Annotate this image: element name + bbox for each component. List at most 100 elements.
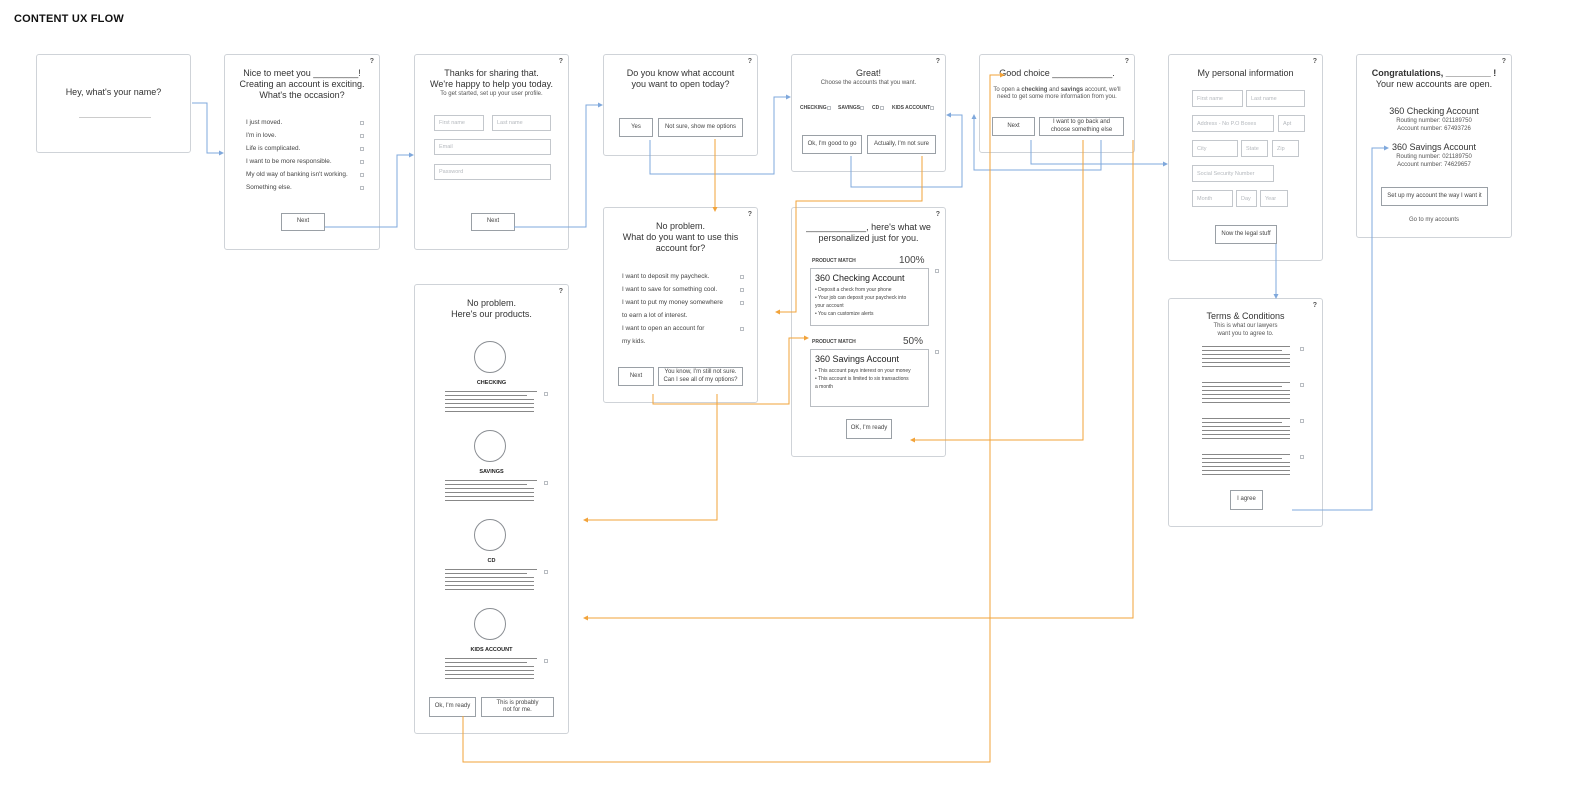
- use-checkbox[interactable]: [740, 275, 744, 279]
- account-checking-label[interactable]: CHECKING: [800, 105, 827, 111]
- personalized-card: ? ____________, here's what we personali…: [791, 207, 946, 457]
- description-line: [445, 658, 537, 659]
- occasion-option[interactable]: My old way of banking isn't working.: [246, 171, 348, 178]
- use-checkbox[interactable]: [740, 288, 744, 292]
- terms-line: [1202, 346, 1290, 347]
- occasion-next-button[interactable]: Next: [281, 213, 325, 231]
- description-line: [445, 585, 534, 586]
- good-to-go-button[interactable]: Ok, I'm good to go: [802, 135, 862, 154]
- savings-bullet: • This account pays interest on your mon…: [815, 368, 911, 374]
- not-for-me-button[interactable]: This is probably not for me.: [481, 697, 554, 717]
- savings-product-checkbox[interactable]: [935, 350, 939, 354]
- profile-card: ? Thanks for sharing that. We're happy t…: [414, 54, 569, 250]
- actually-not-sure-button[interactable]: Actually, I'm not sure: [867, 135, 936, 154]
- legal-stuff-button[interactable]: Now the legal stuff: [1215, 225, 1277, 244]
- help-icon[interactable]: ?: [747, 211, 752, 218]
- occasion-checkbox[interactable]: [360, 186, 364, 190]
- setup-account-button[interactable]: Set up my account the way I want it: [1381, 187, 1488, 206]
- apt-field[interactable]: Apt: [1278, 115, 1305, 132]
- account-savings-label[interactable]: SAVINGS: [838, 105, 861, 111]
- use-option[interactable]: I want to save for something cool.: [622, 286, 718, 293]
- savings-product-box[interactable]: 360 Savings Account • This account pays …: [810, 349, 929, 407]
- help-icon[interactable]: ?: [935, 211, 940, 218]
- account-kids-label[interactable]: KIDS ACCOUNT: [892, 105, 931, 111]
- terms-line: [1202, 394, 1290, 395]
- use-checkbox[interactable]: [740, 327, 744, 331]
- checking-routing-number: Routing number: 021189750: [1396, 118, 1472, 124]
- occasion-option[interactable]: Life is complicated.: [246, 145, 301, 152]
- terms-line: [1202, 470, 1290, 471]
- terms-checkbox[interactable]: [1300, 419, 1304, 423]
- help-icon[interactable]: ?: [1124, 58, 1129, 65]
- occasion-option[interactable]: I'm in love.: [246, 132, 277, 139]
- kids-product-checkbox[interactable]: [544, 659, 548, 663]
- use-option[interactable]: I want to deposit my paycheck.: [622, 273, 710, 280]
- year-field[interactable]: Year: [1260, 190, 1288, 207]
- first-name-field[interactable]: First name: [434, 115, 484, 131]
- last-name-field[interactable]: Last name: [492, 115, 551, 131]
- occasion-checkbox[interactable]: [360, 160, 364, 164]
- go-to-accounts-link[interactable]: Go to my accounts: [1408, 217, 1460, 223]
- day-field[interactable]: Day: [1236, 190, 1257, 207]
- help-icon[interactable]: ?: [369, 58, 374, 65]
- use-option[interactable]: I want to open an account for: [622, 325, 705, 332]
- profile-next-button[interactable]: Next: [471, 213, 515, 231]
- occasion-option[interactable]: I just moved.: [246, 119, 283, 126]
- products-ready-button[interactable]: Ok, I'm ready: [429, 697, 476, 717]
- use-checkbox[interactable]: [740, 301, 744, 305]
- help-icon[interactable]: ?: [1501, 58, 1506, 65]
- month-field[interactable]: Month: [1192, 190, 1233, 207]
- state-field[interactable]: State: [1241, 140, 1268, 157]
- occasion-checkbox[interactable]: [360, 173, 364, 177]
- product-match-label: PRODUCT MATCH: [812, 339, 856, 345]
- show-all-options-button[interactable]: You know, I'm still not sure. Can I see …: [658, 367, 743, 386]
- checking-product-checkbox[interactable]: [935, 269, 939, 273]
- first-name-field[interactable]: First name: [1192, 90, 1243, 107]
- account-kids-checkbox[interactable]: [930, 106, 934, 110]
- occasion-checkbox[interactable]: [360, 134, 364, 138]
- zip-field[interactable]: Zip: [1272, 140, 1299, 157]
- help-icon[interactable]: ?: [558, 58, 563, 65]
- occasion-option[interactable]: Something else.: [246, 184, 292, 191]
- occasion-checkbox[interactable]: [360, 121, 364, 125]
- terms-line: [1202, 422, 1282, 423]
- password-field[interactable]: Password: [434, 164, 551, 180]
- checking-product-box[interactable]: 360 Checking Account • Deposit a check f…: [810, 268, 929, 326]
- account-savings-checkbox[interactable]: [860, 106, 864, 110]
- account-cd-checkbox[interactable]: [880, 106, 884, 110]
- help-icon[interactable]: ?: [935, 58, 940, 65]
- savings-account-name: 360 Savings Account: [1391, 142, 1477, 152]
- name-underline[interactable]: [79, 117, 151, 118]
- account-checking-checkbox[interactable]: [827, 106, 831, 110]
- account-use-card: ? No problem. What do you want to use th…: [603, 207, 758, 403]
- occasion-option[interactable]: I want to be more responsible.: [246, 158, 332, 165]
- description-line: [445, 407, 534, 408]
- occasion-checkbox[interactable]: [360, 147, 364, 151]
- terms-line: [1202, 434, 1290, 435]
- email-field[interactable]: Email: [434, 139, 551, 155]
- last-name-field[interactable]: Last name: [1246, 90, 1305, 107]
- use-option[interactable]: I want to put my money somewhere: [622, 299, 723, 306]
- good-choice-next-button[interactable]: Next: [992, 117, 1035, 136]
- account-cd-label[interactable]: CD: [872, 105, 880, 111]
- terms-checkbox[interactable]: [1300, 383, 1304, 387]
- savings-product-label: SAVINGS: [479, 469, 504, 475]
- ssn-field[interactable]: Social Security Number: [1192, 165, 1274, 182]
- checking-product-checkbox[interactable]: [544, 392, 548, 396]
- cd-product-checkbox[interactable]: [544, 570, 548, 574]
- help-icon[interactable]: ?: [747, 58, 752, 65]
- help-icon[interactable]: ?: [558, 288, 563, 295]
- terms-checkbox[interactable]: [1300, 347, 1304, 351]
- go-back-button[interactable]: I want to go back and choose something e…: [1039, 117, 1124, 136]
- use-next-button[interactable]: Next: [618, 367, 654, 386]
- not-sure-options-button[interactable]: Not sure, show me options: [658, 118, 743, 137]
- savings-product-checkbox[interactable]: [544, 481, 548, 485]
- terms-checkbox[interactable]: [1300, 455, 1304, 459]
- address-field[interactable]: Address - No P.O Boxes: [1192, 115, 1274, 132]
- help-icon[interactable]: ?: [1312, 302, 1317, 309]
- help-icon[interactable]: ?: [1312, 58, 1317, 65]
- ok-ready-button[interactable]: OK, I'm ready: [846, 419, 892, 439]
- city-field[interactable]: City: [1192, 140, 1238, 157]
- agree-button[interactable]: I agree: [1230, 490, 1263, 510]
- yes-button[interactable]: Yes: [619, 118, 653, 137]
